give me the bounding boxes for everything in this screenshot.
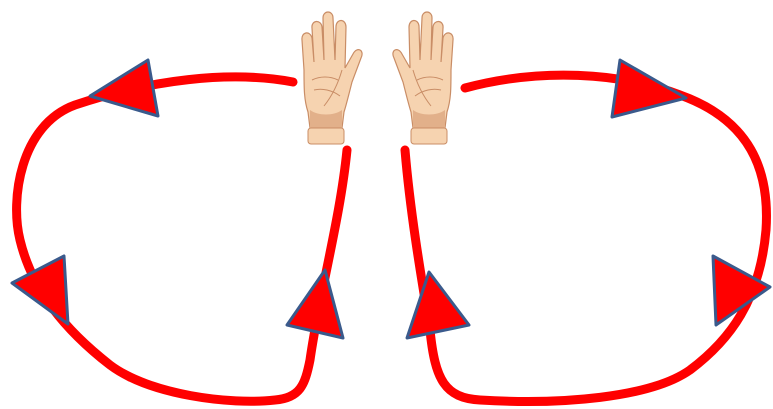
right-loop-arrow-bottom bbox=[407, 272, 469, 338]
right-hand-icon bbox=[393, 12, 453, 144]
left-loop-arrow-top bbox=[90, 60, 158, 116]
left-loop-arrow-left bbox=[12, 256, 68, 324]
left-loop bbox=[12, 60, 347, 401]
left-loop-arrow-bottom bbox=[287, 270, 343, 338]
left-hand-icon bbox=[302, 12, 362, 144]
right-loop-path bbox=[405, 75, 766, 401]
left-loop-path bbox=[17, 77, 347, 401]
right-loop bbox=[405, 60, 770, 401]
